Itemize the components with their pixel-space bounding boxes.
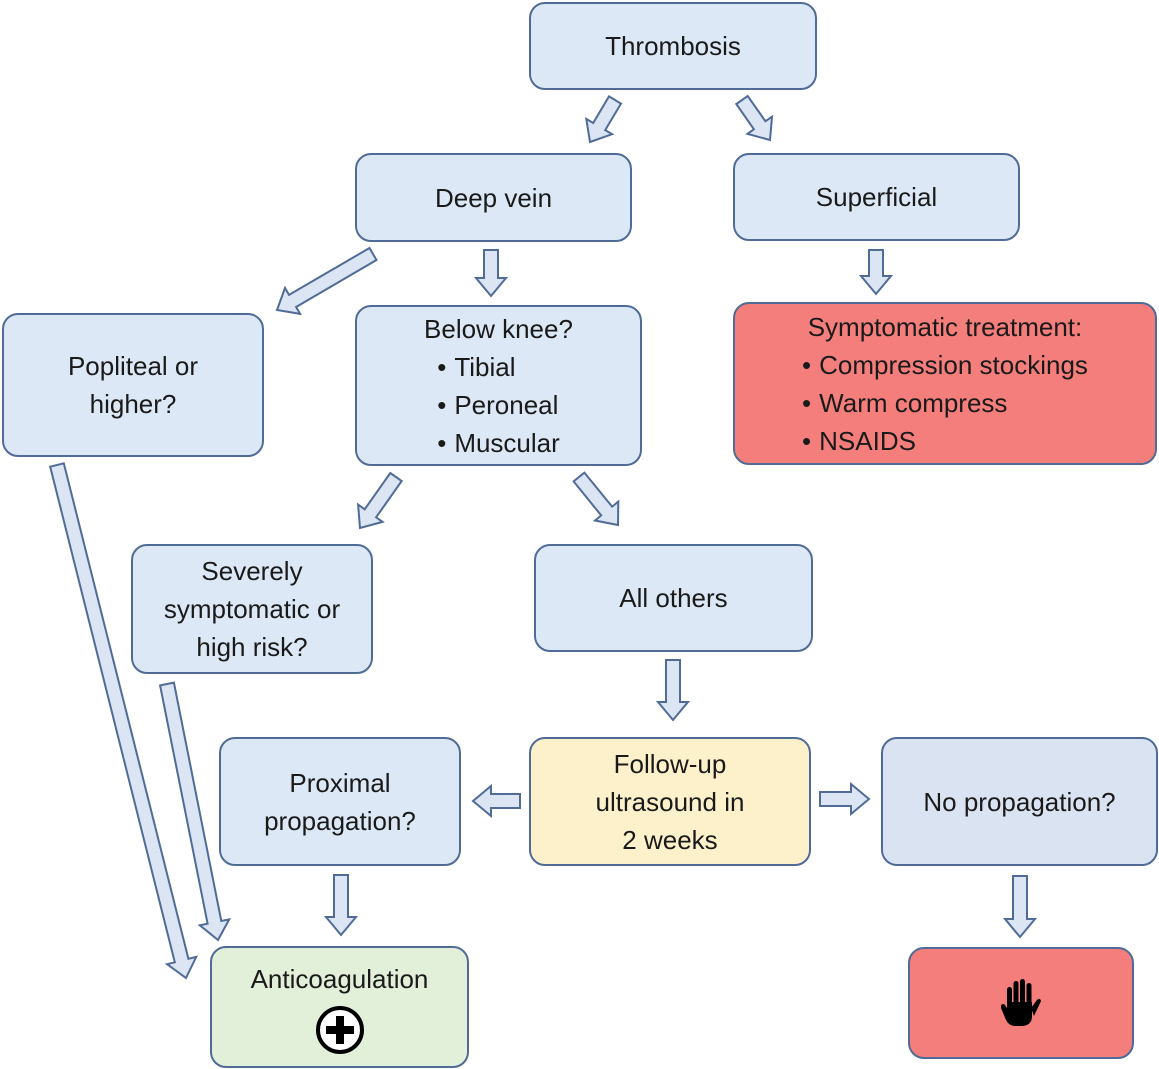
below-knee-item: Tibial <box>437 348 560 386</box>
arrow-all-others-to-followup <box>655 659 691 722</box>
below-knee-item: Muscular <box>437 424 559 462</box>
below-knee-item: Peroneal <box>437 386 560 424</box>
arrow-thrombosis-to-deep-vein <box>584 95 623 144</box>
node-popliteal-line-2: higher? <box>89 389 177 419</box>
node-thrombosis: Thrombosis <box>529 2 817 90</box>
node-popliteal-line-1: Popliteal or <box>67 351 199 381</box>
node-severe-line-1: Severely <box>201 556 303 586</box>
node-severe-line-2: symptomatic or <box>163 594 341 624</box>
node-proximal-line-2: propagation? <box>264 805 416 836</box>
node-deep-vein: Deep vein <box>355 153 632 242</box>
node-stop <box>908 947 1134 1059</box>
node-proximal-line-1: Proximal <box>289 767 391 798</box>
node-no-propagation: No propagation? <box>881 737 1158 866</box>
arrow-superficial-to-treatment <box>858 249 894 296</box>
node-severe: Severely symptomatic or high risk? <box>131 544 373 674</box>
node-thrombosis-label: Thrombosis <box>605 31 741 61</box>
stop-hand-icon <box>1000 978 1041 1028</box>
arrow-below-knee-to-severe <box>356 471 404 530</box>
arrow-followup-to-no-propagation <box>819 781 871 817</box>
node-superficial: Superficial <box>733 153 1020 241</box>
node-anticoagulation-label: Anticoagulation <box>250 964 429 994</box>
arrow-followup-to-proximal <box>471 783 521 819</box>
node-proximal: Proximal propagation? <box>219 737 461 866</box>
node-anticoagulation: Anticoagulation <box>210 946 469 1068</box>
node-below-knee: Below knee? Tibial Peroneal Muscular <box>355 305 642 466</box>
symptomatic-treatment-list: Compression stockings Warm compress NSAI… <box>802 346 1088 460</box>
node-severe-line-3: high risk? <box>196 632 308 662</box>
arrow-below-knee-to-all-others <box>572 471 620 527</box>
node-no-propagation-label: No propagation? <box>923 786 1116 817</box>
node-symptomatic-treatment: Symptomatic treatment: Compression stock… <box>733 302 1157 465</box>
treatment-item: NSAIDS <box>802 422 1088 460</box>
node-all-others-label: All others <box>619 583 728 613</box>
treatment-item: Warm compress <box>802 384 1088 422</box>
arrow-deep-vein-to-popliteal <box>275 246 378 316</box>
node-all-others: All others <box>534 544 813 652</box>
treatment-item: Compression stockings <box>802 346 1088 384</box>
node-followup-line-1: Follow-up <box>613 748 727 779</box>
below-knee-list: Tibial Peroneal Muscular <box>437 348 560 462</box>
node-popliteal: Popliteal or higher? <box>2 313 264 457</box>
arrow-severe-to-anticoagulation <box>158 681 232 942</box>
node-followup-line-3: 2 weeks <box>622 824 718 855</box>
node-superficial-label: Superficial <box>815 182 938 212</box>
node-followup-line-2: ultrasound in <box>595 786 745 817</box>
node-below-knee-title: Below knee? <box>424 313 573 344</box>
node-deep-vein-label: Deep vein <box>434 182 553 213</box>
arrow-deep-vein-to-below-knee <box>473 249 509 298</box>
arrow-popliteal-to-anticoagulation <box>48 462 199 980</box>
arrow-proximal-to-anticoagulation <box>323 874 359 937</box>
plus-circle-icon <box>314 1004 366 1056</box>
arrow-thrombosis-to-superficial <box>734 94 774 142</box>
node-followup: Follow-up ultrasound in 2 weeks <box>529 737 811 866</box>
node-symptomatic-treatment-title: Symptomatic treatment: <box>807 311 1083 342</box>
arrow-no-propagation-to-stop <box>1002 875 1038 939</box>
